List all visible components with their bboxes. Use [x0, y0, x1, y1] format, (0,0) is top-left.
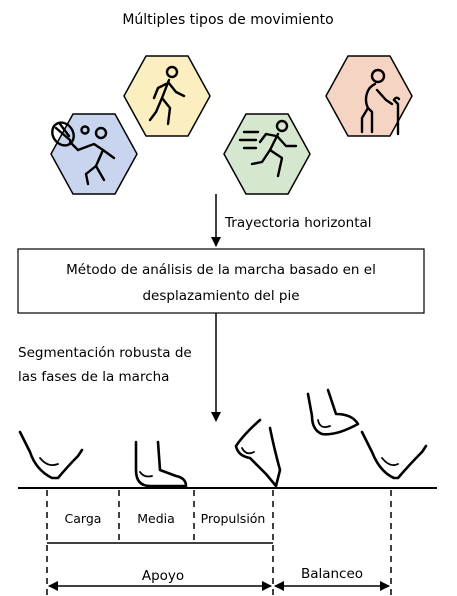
segmentation-line-1: Segmentación robusta de — [18, 345, 192, 361]
foot-toe-off-icon — [234, 418, 282, 488]
method-box — [17, 248, 425, 314]
method-line-1: Método de análisis de la marcha basado e… — [66, 262, 376, 278]
phase-label-carga: Carga — [65, 511, 102, 526]
hexagon-tennis — [50, 113, 138, 195]
segmentation-line-2: las fases de la marcha — [18, 369, 169, 385]
foot-flat-icon — [134, 440, 188, 488]
title: Múltiples tipos de movimiento — [122, 12, 333, 28]
swing-label: Balanceo — [301, 566, 363, 582]
tennis-player-icon — [51, 121, 116, 186]
swing-label-bg — [293, 564, 373, 582]
stance-label: Apoyo — [142, 568, 184, 584]
phase-label-propulsion: Propulsión — [201, 511, 266, 526]
hexagon-running — [223, 113, 311, 195]
phase-dividers — [46, 490, 392, 596]
hexagon-elderly — [325, 55, 413, 137]
running-person-icon — [238, 119, 298, 178]
hexagon-walking — [123, 55, 211, 137]
foot-swing-icon — [306, 388, 360, 436]
walking-person-icon — [148, 65, 186, 126]
phase-label-media: Media — [137, 511, 175, 526]
arrow1-label: Trayectoria horizontal — [224, 215, 372, 231]
elderly-person-with-cane-icon — [360, 68, 401, 136]
stance-label-bg — [130, 566, 198, 584]
method-line-2: desplazamiento del pie — [142, 288, 299, 304]
foot-heel-strike-icon-2 — [360, 430, 428, 480]
foot-heel-strike-icon — [18, 430, 84, 480]
